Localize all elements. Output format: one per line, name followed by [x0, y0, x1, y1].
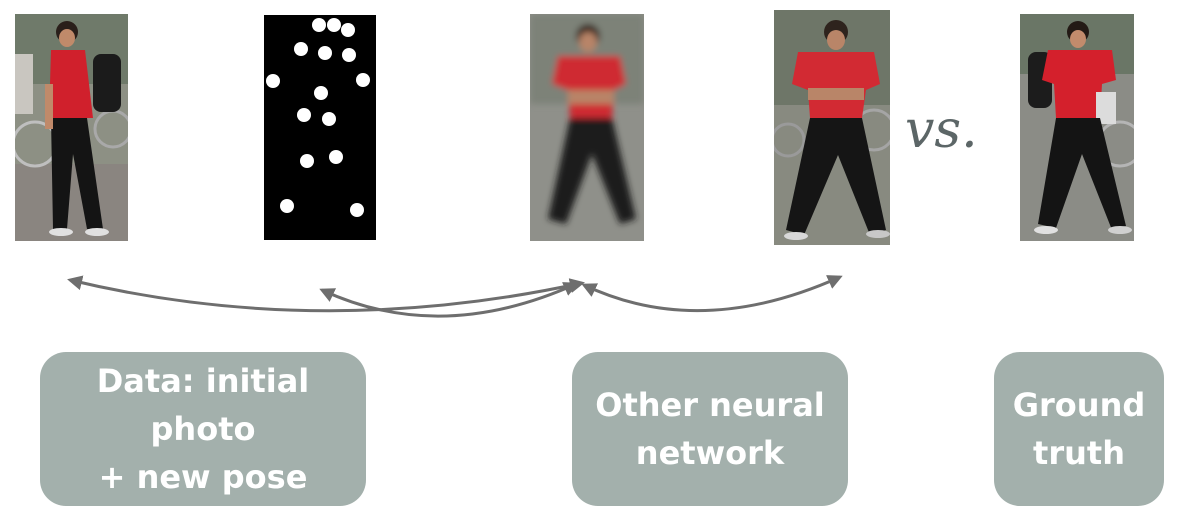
keypoint-elbow-right	[356, 73, 370, 87]
keypoint-ear-right	[341, 23, 355, 37]
keypoint-head-right	[327, 18, 341, 32]
keypoint-ankle-right	[350, 203, 364, 217]
other-network-box: Other neural network	[572, 352, 848, 506]
pose-keypoint-map	[264, 15, 376, 240]
keypoint-ankle-left	[280, 199, 294, 213]
truth-box-line-1: Ground	[1012, 386, 1146, 424]
arrow-other-to-generated	[581, 275, 843, 313]
keypoint-knee-left	[300, 154, 314, 168]
data-box-line-2: + new pose	[98, 458, 308, 496]
blurry-output-photo	[530, 14, 644, 241]
generated-output-photo	[774, 10, 890, 245]
truth-box-line-2: truth	[1033, 434, 1125, 472]
keypoint-elbow-left	[266, 74, 280, 88]
vs-label: vs.	[905, 100, 978, 160]
arrow-pose-to-other	[319, 282, 579, 318]
keypoint-neck	[318, 46, 332, 60]
keypoint-hip-left	[297, 108, 311, 122]
other-box-line-2: network	[635, 434, 785, 472]
ground-truth-box: Ground truth	[994, 352, 1164, 506]
keypoint-shoulder-left	[294, 42, 308, 56]
data-box: Data: initial photo + new pose	[40, 352, 366, 506]
data-box-line-1: Data: initial photo	[96, 362, 310, 448]
other-box-line-1: Other neural	[595, 386, 825, 424]
input-person-photo	[15, 14, 128, 241]
keypoint-knee-right	[329, 150, 343, 164]
ground-truth-photo	[1020, 14, 1134, 241]
arrow-input-to-other	[67, 275, 585, 313]
keypoint-hip-right	[322, 112, 336, 126]
keypoint-torso	[314, 86, 328, 100]
keypoint-shoulder-right	[342, 48, 356, 62]
keypoint-head	[312, 18, 326, 32]
